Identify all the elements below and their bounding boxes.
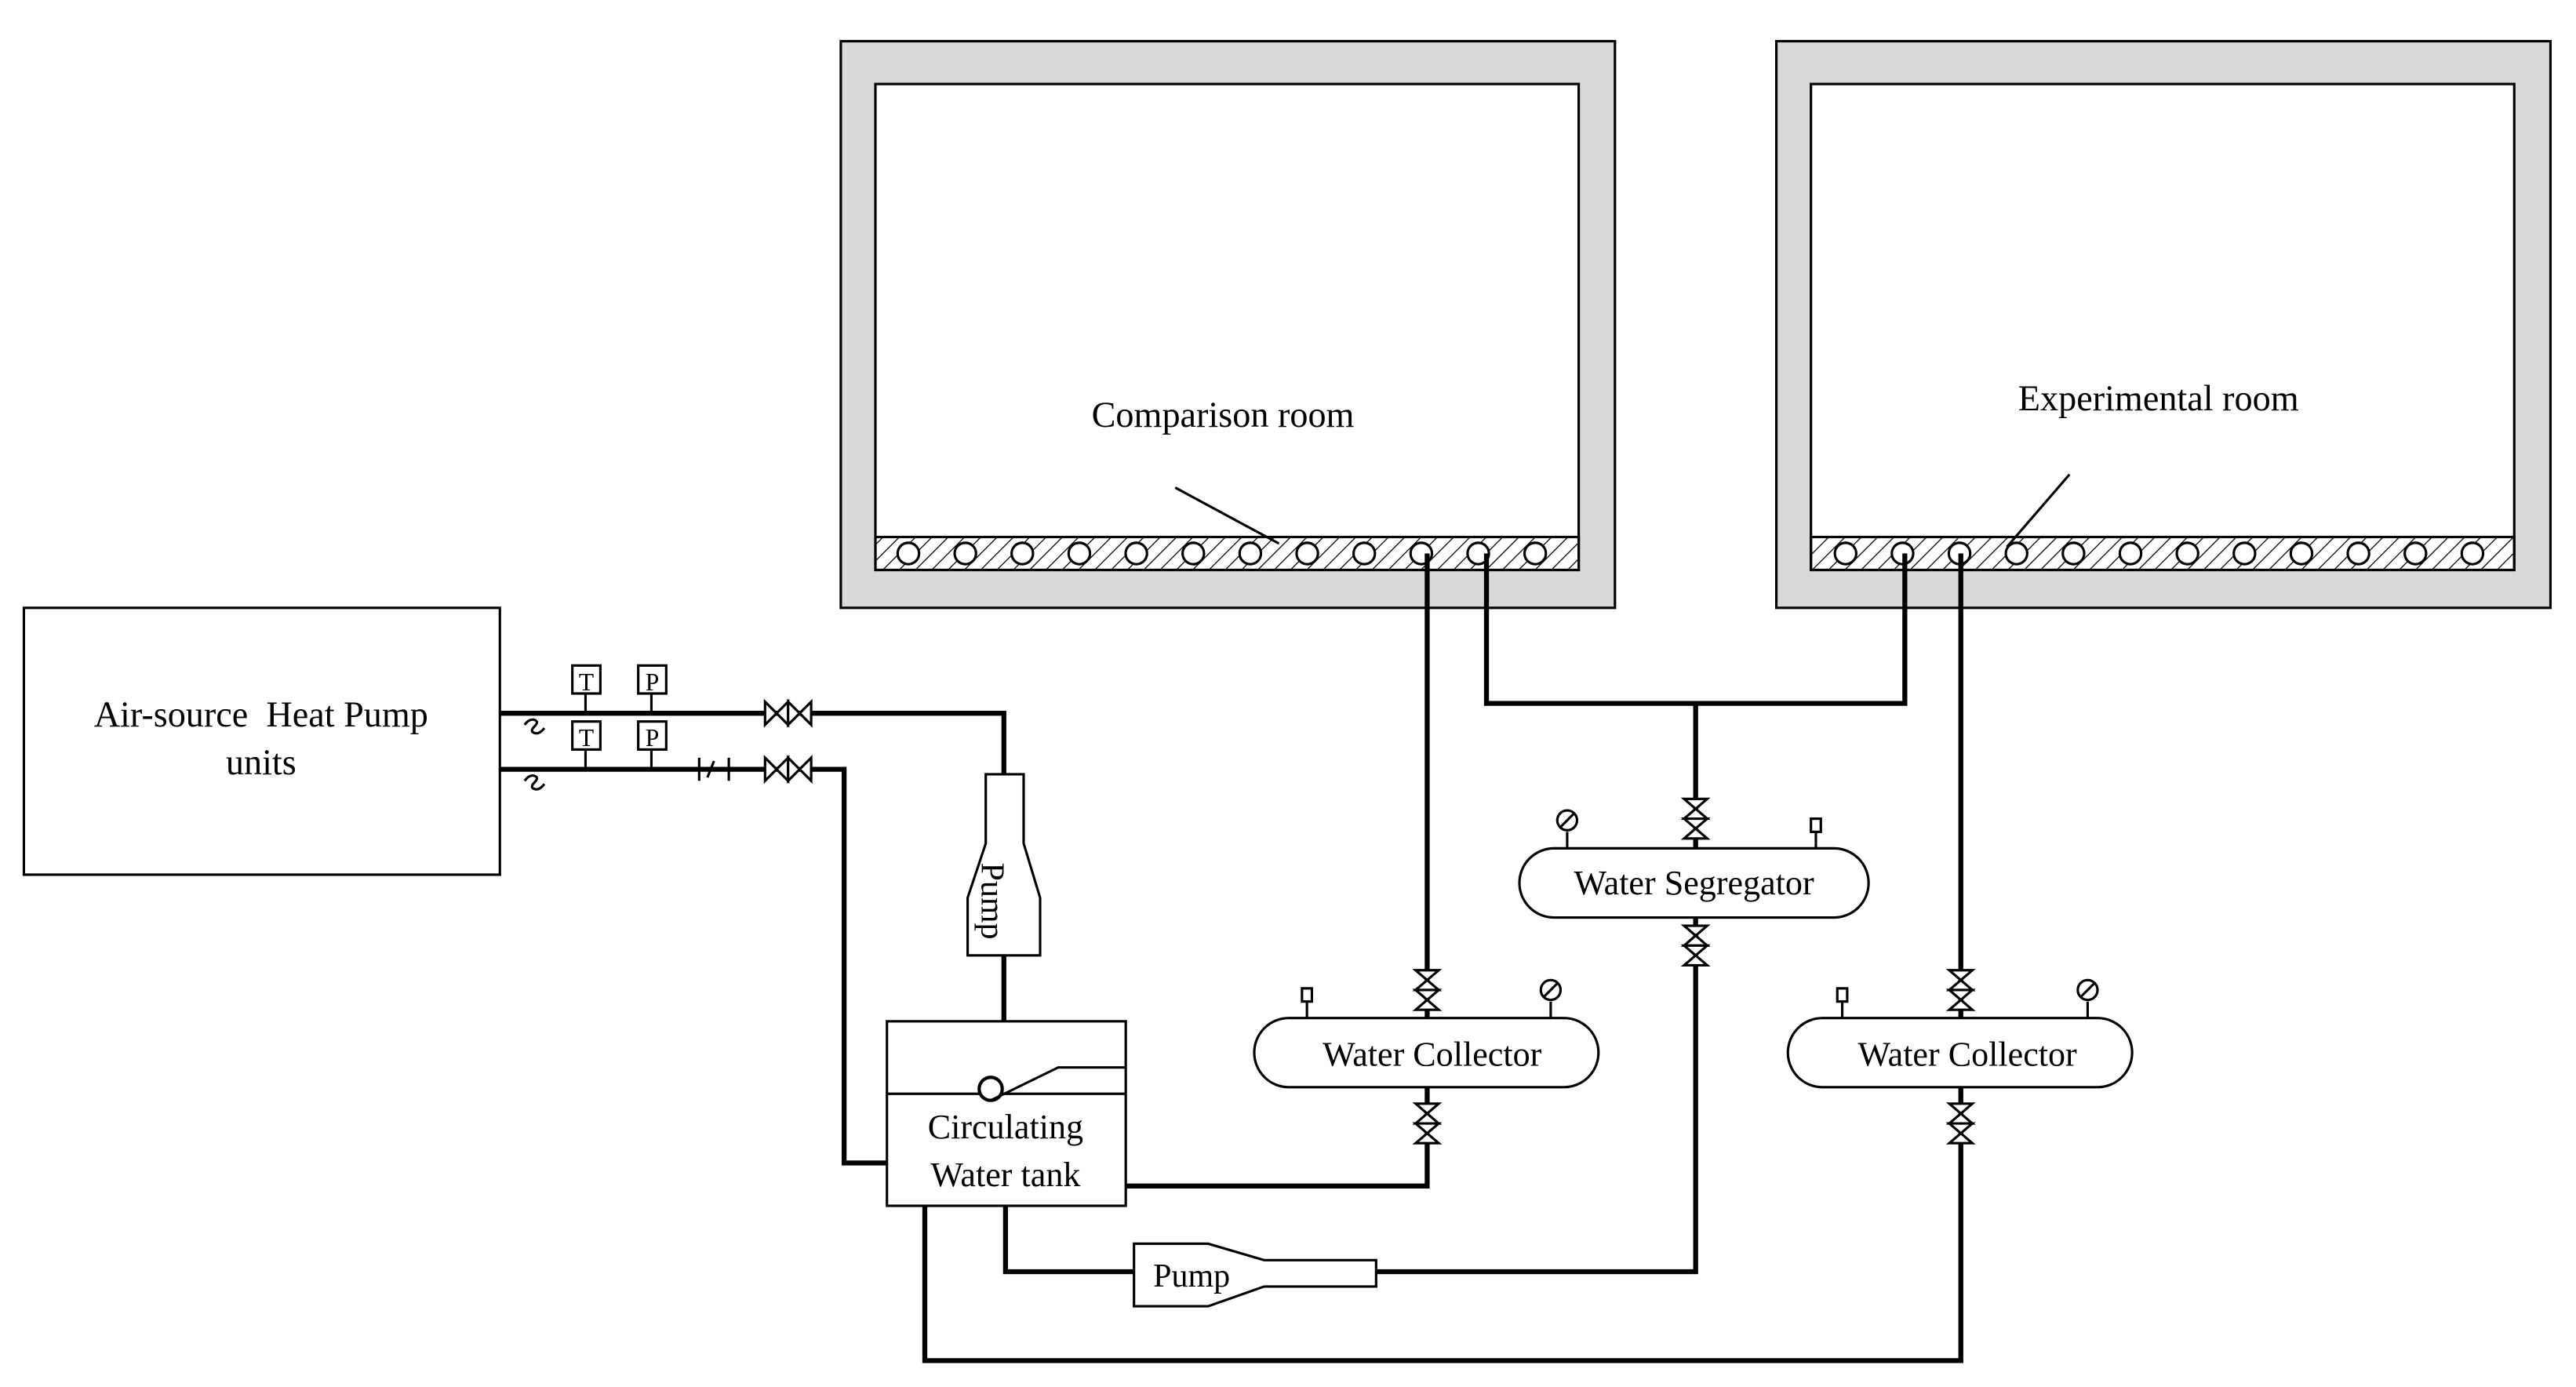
experimental-room-floor-pipe-12 bbox=[2460, 541, 2485, 566]
sensor-p-label-2: P bbox=[646, 724, 660, 752]
valve-segregator-top-icon bbox=[1680, 797, 1711, 840]
valve-segregator-bottom-icon bbox=[1680, 924, 1711, 967]
comparison-room-floor-pipe-9 bbox=[1352, 541, 1377, 566]
segregator-air-vent-icon bbox=[1810, 817, 1822, 849]
tank-to-left-collector-pipe bbox=[1126, 1087, 1430, 1189]
tank-label-line2: Water tank bbox=[930, 1156, 1081, 1194]
valve-right-collector-bottom-icon bbox=[1945, 1102, 1976, 1145]
tank-label-line1: Circulating bbox=[928, 1108, 1083, 1146]
vertical-valves bbox=[1412, 797, 1976, 1145]
sensor-p-label-1: P bbox=[646, 668, 660, 696]
experimental-room-floor-pipe-1 bbox=[1833, 541, 1857, 566]
water-collector-right-label: Water Collector bbox=[1858, 1036, 2077, 1074]
experimental-room-floor-pipe-6 bbox=[2118, 541, 2143, 566]
comparison-room-leader-line bbox=[1174, 486, 1280, 545]
left-collector-pressure-gauge-icon bbox=[1539, 978, 1563, 1018]
water-collector-right-body bbox=[1786, 1017, 2134, 1089]
comparison-room-floor-pipe-7 bbox=[1238, 541, 1263, 566]
water-collector-left-body bbox=[1253, 1017, 1600, 1089]
experimental-room: Experimental room bbox=[1775, 39, 2552, 610]
experimental-room-leader-line bbox=[2006, 473, 2071, 548]
tank-to-pump-pipe bbox=[1002, 1206, 1134, 1275]
gate-valve-return-icon bbox=[763, 755, 813, 785]
vertical-pump-body bbox=[966, 773, 1042, 957]
water-segregator-label: Water Segregator bbox=[1574, 864, 1814, 902]
comparison-room-floor-pipe-2 bbox=[953, 541, 977, 566]
comparison-room-floor-pipe-12 bbox=[1523, 541, 1548, 566]
gate-valve-supply-icon bbox=[763, 698, 813, 728]
horizontal-pump: Pump bbox=[1133, 1242, 1377, 1308]
right-collector-air-vent-icon bbox=[1836, 987, 1849, 1018]
tank-body bbox=[886, 1020, 1127, 1207]
experimental-room-floor-pipe-4 bbox=[2004, 541, 2028, 566]
experimental-room-floor-pipe-5 bbox=[2061, 541, 2086, 566]
tank-float-arm bbox=[990, 1066, 1126, 1102]
comparison-room-floor-pipe-3 bbox=[1010, 541, 1035, 566]
heat-pump-label-line2: units bbox=[226, 742, 297, 782]
comparison-room-floor-pipe-6 bbox=[1181, 541, 1206, 566]
comparison-room-floor-pipes bbox=[896, 541, 1548, 566]
heat-pump-supply-pipe bbox=[500, 711, 1006, 774]
circulating-water-tank: Circulating Water tank bbox=[886, 1020, 1127, 1207]
pressure-sensor-supply: P bbox=[637, 664, 668, 714]
flex-connector-supply bbox=[523, 718, 546, 735]
experimental-room-floor-pipe-7 bbox=[2175, 541, 2199, 566]
flex-connector-return bbox=[523, 774, 546, 791]
air-source-heat-pump: Air-source Heat Pump units bbox=[22, 606, 501, 876]
vertical-pump-label: Pump bbox=[973, 863, 1010, 940]
pressure-sensor-return: P bbox=[637, 720, 668, 770]
comparison-room-floor-pipe-5 bbox=[1124, 541, 1148, 566]
valve-right-collector-top-icon bbox=[1945, 969, 1976, 1011]
comparison-room-floor-pipe-8 bbox=[1295, 541, 1319, 566]
heat-pump-return-pipe bbox=[500, 766, 887, 1166]
horizontal-pump-label: Pump bbox=[1153, 1258, 1230, 1294]
temperature-sensor-supply: T bbox=[571, 664, 602, 714]
vertical-pump: Pump bbox=[966, 773, 1042, 957]
experimental-room-interior bbox=[1810, 82, 2516, 572]
experimental-room-floor-pipe-8 bbox=[2232, 541, 2257, 566]
valve-left-collector-top-icon bbox=[1412, 969, 1443, 1011]
left-collector-air-vent-icon bbox=[1301, 987, 1314, 1018]
sensor-t-label-2: T bbox=[579, 724, 594, 752]
sensor-t-label-1: T bbox=[579, 668, 594, 696]
comparison-room-floor-pipe-1 bbox=[896, 541, 921, 566]
experimental-room-floor-heating-layer bbox=[1810, 535, 2516, 572]
comparison-room-floor-pipe-4 bbox=[1067, 541, 1092, 566]
temperature-sensor-return: T bbox=[571, 720, 602, 770]
valve-left-collector-bottom-icon bbox=[1412, 1102, 1443, 1145]
water-segregator: Water Segregator bbox=[1518, 809, 1870, 919]
heat-pump-label-line1: Air-source Heat Pump bbox=[94, 694, 428, 734]
flexible-connectors bbox=[523, 718, 546, 791]
comparison-room-interior bbox=[874, 82, 1581, 572]
water-collector-right: Water Collector bbox=[1786, 978, 2134, 1089]
pump-to-segregator-pipe bbox=[1376, 917, 1698, 1275]
tank-to-right-collector-pipe bbox=[922, 1087, 1963, 1363]
comparison-room-label: Comparison room bbox=[1092, 395, 1355, 435]
experimental-room-floor-pipe-11 bbox=[2403, 541, 2428, 566]
comparison-room: Comparison room bbox=[839, 39, 1617, 610]
water-collector-left: Water Collector bbox=[1253, 978, 1600, 1089]
piping bbox=[500, 553, 1963, 1363]
comparison-room-floor-heating-layer bbox=[874, 535, 1581, 572]
water-segregator-body bbox=[1518, 846, 1870, 919]
water-collector-left-label: Water Collector bbox=[1323, 1036, 1541, 1074]
right-collector-pressure-gauge-icon bbox=[2076, 978, 2099, 1018]
experimental-room-floor-pipe-9 bbox=[2289, 541, 2314, 566]
heat-pump-box bbox=[22, 606, 501, 876]
horizontal-pump-body bbox=[1133, 1242, 1377, 1308]
return-line-fittings-icon bbox=[697, 757, 730, 781]
sensors: T P T P bbox=[571, 664, 668, 770]
experimental-room-label: Experimental room bbox=[2018, 378, 2299, 418]
experimental-room-floor-pipe-10 bbox=[2346, 541, 2370, 566]
segregator-pressure-gauge-icon bbox=[1555, 809, 1579, 849]
